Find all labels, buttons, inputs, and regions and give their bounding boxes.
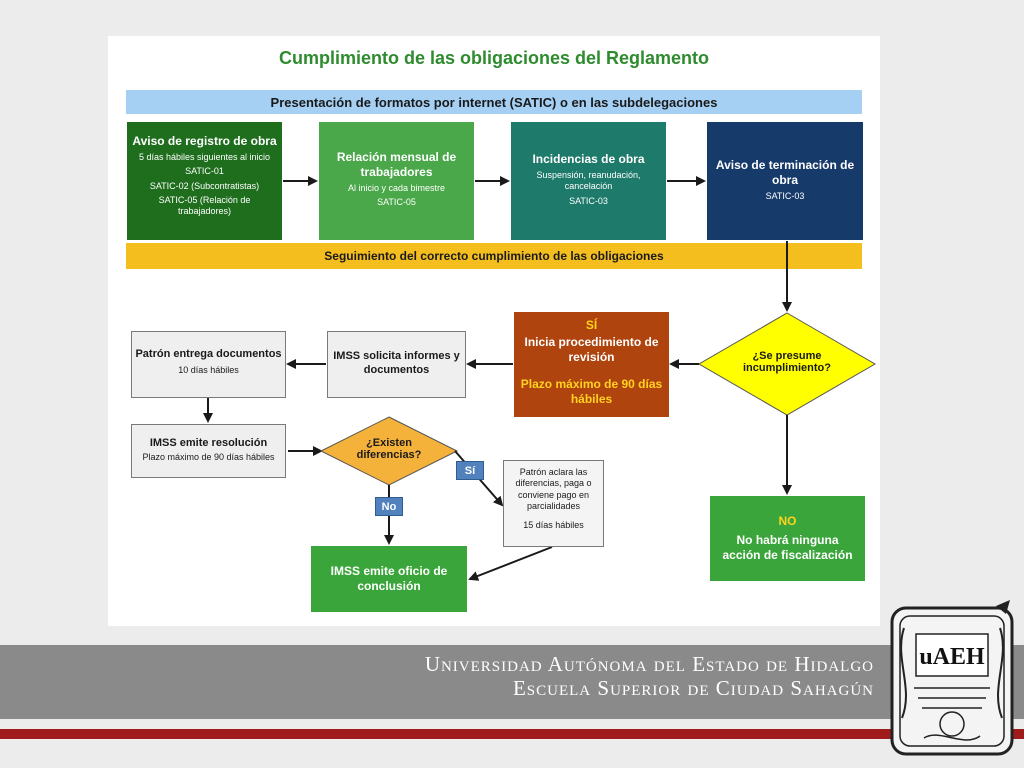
revision-note: Plazo máximo de 90 días hábiles bbox=[520, 377, 663, 406]
footer-band bbox=[0, 645, 1024, 719]
employer-delivers-title: Patrón entrega documentos bbox=[135, 348, 282, 360]
step-line: SATIC-03 bbox=[765, 191, 805, 201]
no-action-title: No habrá ninguna acción de fiscalización bbox=[722, 533, 853, 562]
employer-clarifies-note: 15 días hábiles bbox=[523, 520, 584, 530]
imss-request-box: IMSS solicita informes y documentos bbox=[327, 331, 466, 398]
step-title: Incidencias de obra bbox=[532, 152, 645, 166]
step-title: Relación mensual de trabajadores bbox=[336, 150, 457, 179]
step-line: SATIC-03 bbox=[569, 195, 608, 206]
school-name: Escuela Superior de Ciudad Sahagún bbox=[512, 676, 874, 700]
imss-resolution-box: IMSS emite resolución Plazo máximo de 90… bbox=[131, 424, 286, 478]
revision-title: Inicia procedimiento de revisión bbox=[524, 335, 659, 364]
revision-box: SÍ Inicia procedimiento de revisión Plaz… bbox=[514, 312, 669, 417]
step-line: SATIC-05 bbox=[377, 197, 416, 208]
imss-request-text: IMSS solicita informes y documentos bbox=[333, 350, 460, 376]
no-action-box: NO No habrá ninguna acción de fiscalizac… bbox=[710, 496, 865, 581]
imss-conclusion-text: IMSS emite oficio de conclusión bbox=[330, 564, 448, 593]
employer-delivers-note: 10 días hábiles bbox=[178, 364, 239, 375]
university-name: Universidad Autónoma del Estado de Hidal… bbox=[424, 652, 874, 676]
tag-no: No bbox=[375, 497, 403, 516]
top-bar: Presentación de formatos por internet (S… bbox=[126, 90, 862, 114]
step-line: SATIC-01 bbox=[185, 166, 224, 177]
step-line: SATIC-05 (Relación de trabajadores) bbox=[158, 194, 251, 216]
step-line: SATIC-02 (Subcontratistas) bbox=[149, 180, 260, 191]
step-line: Al inicio y cada bimestre bbox=[347, 183, 446, 193]
bottom-bar: Seguimiento del correcto cumplimiento de… bbox=[126, 243, 862, 269]
footer-stripe bbox=[0, 729, 1024, 739]
no-action-label: NO bbox=[778, 514, 797, 528]
step-aviso-registro: Aviso de registro de obra 5 días hábiles… bbox=[127, 122, 282, 240]
revision-yes-label: SÍ bbox=[585, 318, 598, 332]
employer-clarifies-text: Patrón aclara las diferencias, paga o co… bbox=[515, 467, 592, 511]
employer-clarifies-box: Patrón aclara las diferencias, paga o co… bbox=[503, 460, 604, 547]
imss-resolution-title: IMSS emite resolución bbox=[149, 437, 268, 449]
svg-text:uAEH: uAEH bbox=[919, 644, 985, 670]
step-aviso-terminacion: Aviso de terminación de obra SATIC-03 bbox=[707, 122, 863, 240]
arrow-clarifies-conclusion bbox=[468, 546, 553, 581]
step-incidencias: Incidencias de obra Suspensión, reanudac… bbox=[511, 122, 666, 240]
diagram-title: Cumplimiento de las obligaciones del Reg… bbox=[278, 48, 710, 68]
step-line: 5 días hábiles siguientes al inicio bbox=[138, 152, 271, 162]
imss-resolution-note: Plazo máximo de 90 días hábiles bbox=[142, 451, 275, 462]
decision-main-label: ¿Se presume incumplimiento? bbox=[743, 350, 831, 374]
university-seal-logo: uAEH bbox=[890, 600, 1014, 756]
tag-si: Sí bbox=[456, 461, 484, 480]
step-relacion-mensual: Relación mensual de trabajadores Al inic… bbox=[319, 122, 474, 240]
imss-conclusion-box: IMSS emite oficio de conclusión bbox=[311, 546, 467, 612]
step-line: Suspensión, reanudación, cancelación bbox=[536, 170, 641, 192]
decision-diff-label: ¿Existen diferencias? bbox=[356, 437, 422, 461]
step-title: Aviso de terminación de obra bbox=[715, 158, 855, 187]
employer-delivers-box: Patrón entrega documentos 10 días hábile… bbox=[131, 331, 286, 398]
step-title: Aviso de registro de obra bbox=[132, 134, 277, 148]
